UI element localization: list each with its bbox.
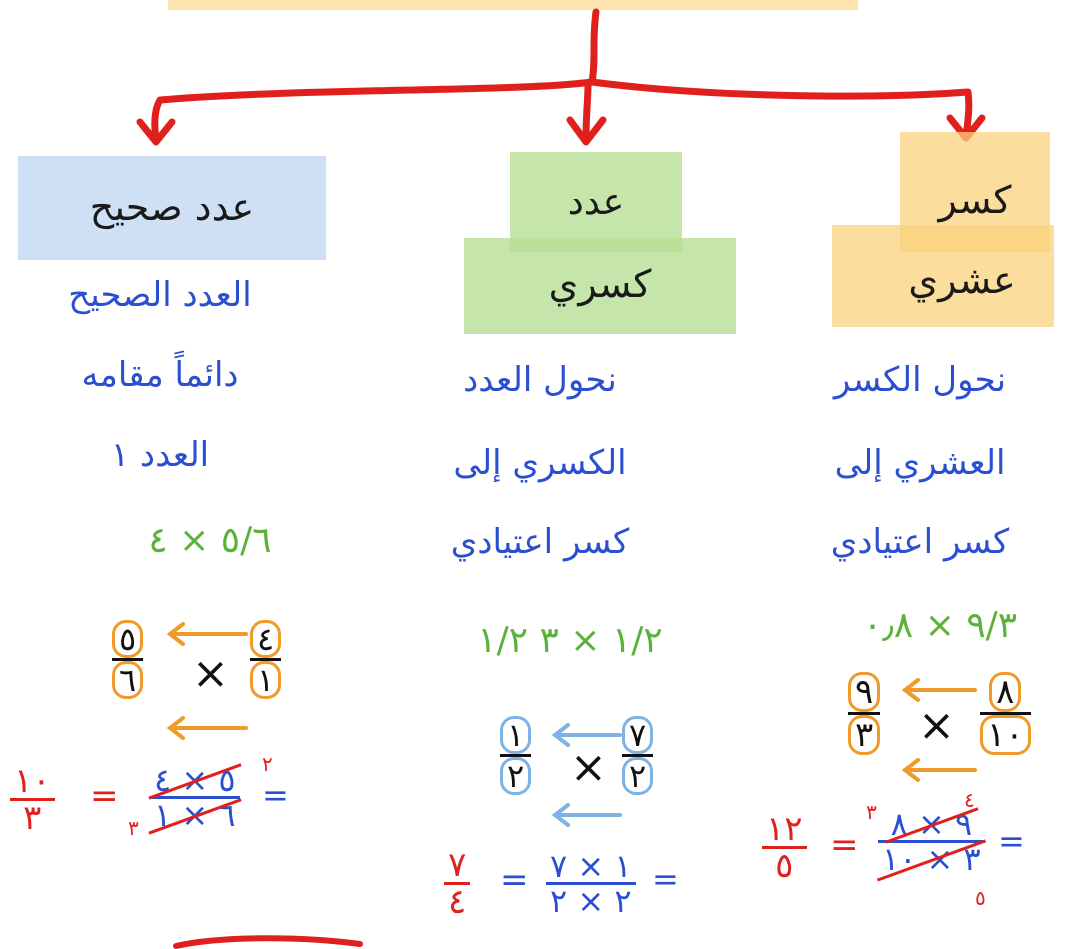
decimal-answer-num: ١٢ [766,809,803,849]
decimal-equals: = [830,825,859,865]
mixed-cross-right-fraction: ٧ ٢ [622,716,654,795]
decimal-cancel-top-b: ٤ [964,788,975,812]
whole-cross-right-den: ١ [250,661,282,699]
decimal-cross-left-den: ٣ [848,715,881,755]
mixed-cross-left-num: ١ [500,716,532,754]
mixed-cross-left-fraction: ١ ٢ [500,716,532,795]
decimal-work-num: ٩ × ٨ [887,808,977,840]
mixed-answer-fraction: ٧ ٤ [444,845,471,922]
mixed-swap-arrow-top [551,723,622,747]
top-banner-remnant [168,0,858,10]
whole-work-num: ٥ × ٤ [150,764,240,796]
decimal-cross-times: × [918,700,955,751]
decimal-work-fraction: ٩ × ٨ ٣ × ١٠ [878,808,985,875]
whole-highlight [18,156,326,260]
mixed-work-num: ١ × ٧ [550,847,632,885]
mixed-cross-times: × [570,742,607,793]
mixed-cross-right-den: ٢ [622,757,654,795]
mixed-line-2: الكسري إلى [453,443,627,483]
decimal-cancel-bottom: ٥ [975,886,986,910]
whole-line-2: دائماً مقامه [81,355,239,395]
mixed-swap-arrow-bottom [551,803,622,827]
decimal-work-den: ٣ × ١٠ [878,843,985,875]
whole-line-1: العدد الصحيح [68,275,252,315]
decimal-trailing-equals: = [998,822,1025,860]
decimal-line-3: كسر اعتيادي [830,522,1010,562]
decimal-title-line2: عشري [908,258,1016,302]
whole-answer-den: ٣ [23,798,42,838]
right-branch-arrow [588,78,973,140]
decimal-line-1: نحول الكسر [833,360,1007,400]
decimal-cross-right-den: ١٠ [980,715,1031,755]
whole-answer-fraction: ١٠ ٣ [10,764,55,835]
whole-expression: ٥/٦ × ٤ [148,520,272,561]
mixed-title-line2: كسري [548,262,652,306]
whole-cross-left-den: ٦ [112,661,144,699]
whole-line-3: العدد ١ [110,435,210,475]
whole-cancel-top: ٢ [262,752,273,776]
decimal-cross-right-num: ٨ [989,672,1022,712]
whole-equals: = [90,776,119,816]
whole-swap-arrow-top [166,622,248,646]
decimal-cross-right-fraction: ٨ ١٠ [980,672,1031,755]
bottom-stroke-remnant [173,935,363,949]
mixed-equals: = [500,860,529,900]
mixed-highlight-top [510,152,682,252]
decimal-cancel-top-a: ٣ [866,800,877,824]
whole-work-fraction: ٥ × ٤ ٦ × ١ [150,764,240,831]
mixed-answer-den: ٤ [448,882,467,922]
mixed-title-line1: عدد [567,181,625,223]
mixed-cross-left-den: ٢ [500,757,532,795]
decimal-answer-fraction: ١٢ ٥ [762,812,807,883]
left-arrowhead [136,118,176,146]
decimal-expression: ٩/٣ × ٠٫٨ [862,605,1018,646]
trunk-arrow [588,8,600,86]
left-branch-arrow [151,78,596,144]
whole-cross-right-num: ٤ [250,620,282,658]
mixed-answer-num: ٧ [448,845,467,885]
whole-work-den: ٦ × ١ [150,799,240,831]
mixed-cross-right-num: ٧ [622,716,654,754]
decimal-cross-left-fraction: ٩ ٣ [848,672,881,755]
decimal-cross-left-num: ٩ [848,672,881,712]
decimal-title-line1: كسر [938,178,1012,222]
whole-cross-times: × [192,648,229,699]
whole-title: عدد صحيح [89,185,255,229]
decimal-swap-arrow-bottom [901,758,977,782]
mixed-line-3: كسر اعتيادي [450,522,630,562]
whole-cross-right-fraction: ٤ ١ [250,620,282,699]
mixed-work-fraction: ١ × ٧ ٢ × ٢ [546,850,636,917]
decimal-highlight-bottom [832,225,1054,327]
mixed-expression: ١/٢ × ٣ ١/٢ [477,620,663,661]
decimal-line-2: العشري إلى [834,443,1006,483]
whole-cross-left-fraction: ٥ ٦ [112,620,144,699]
middle-branch-arrow [582,80,592,142]
decimal-swap-arrow-top [901,678,977,702]
whole-swap-arrow-bottom [166,716,248,740]
mixed-line-1: نحول العدد [463,360,617,400]
mixed-highlight-bottom [464,238,736,334]
whole-answer-num: ١٠ [14,761,51,801]
whole-trailing-equals: = [262,776,289,814]
whole-cross-left-num: ٥ [112,620,144,658]
mixed-trailing-equals: = [652,860,679,898]
whole-cancel-bottom: ٣ [128,816,139,840]
middle-arrowhead [566,116,607,146]
decimal-answer-den: ٥ [775,846,794,886]
mixed-work-den: ٢ × ٢ [550,882,632,920]
